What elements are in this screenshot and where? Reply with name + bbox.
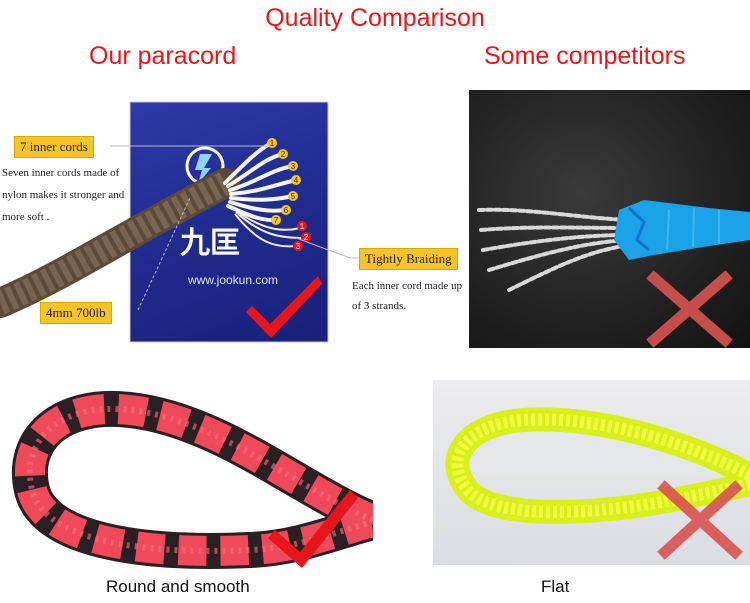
cross-mark-icon [646,270,733,348]
round-caption: Round and smooth [106,577,250,596]
brand-website: www.jookun.com [188,273,279,287]
braiding-note: Each inner cord made up of 3 strands. [352,280,462,312]
page-title: Quality Comparison [265,4,485,32]
number-7: 7 [274,216,279,225]
cord-illustration: 1 2 3 4 5 6 7 1 2 3 [0,101,360,343]
number-4: 4 [294,176,299,185]
number-1: 1 [270,139,275,148]
strand-number-2: 2 [304,233,309,242]
flat-caption: Flat [541,577,570,596]
number-2: 2 [281,150,286,159]
strand-number-3: 3 [296,242,301,251]
brand-logo: 九匡 [180,226,240,261]
inner-cords-label: 7 inner cords [14,136,94,158]
strand-number-1: 1 [300,222,305,231]
inner-cords-note: Seven inner cords made of nylon makes it… [2,167,125,223]
product-photo: 1 2 3 4 5 6 7 1 2 3 九匡 www.jookun.com [0,88,460,343]
braiding-label: Tightly Braiding [359,248,458,270]
size-label: 4mm 700lb [40,302,112,324]
number-6: 6 [284,206,289,215]
flat-cord-photo [433,380,750,565]
number-5: 5 [291,192,296,201]
competitors-heading: Some competitors [484,42,686,70]
cross-mark-icon [657,480,743,560]
competitor-photo [469,90,750,348]
our-paracord-heading: Our paracord [89,42,237,70]
check-mark-icon [268,490,358,568]
round-cord-photo [0,380,373,570]
check-mark-icon [246,276,322,338]
number-3: 3 [291,162,296,171]
